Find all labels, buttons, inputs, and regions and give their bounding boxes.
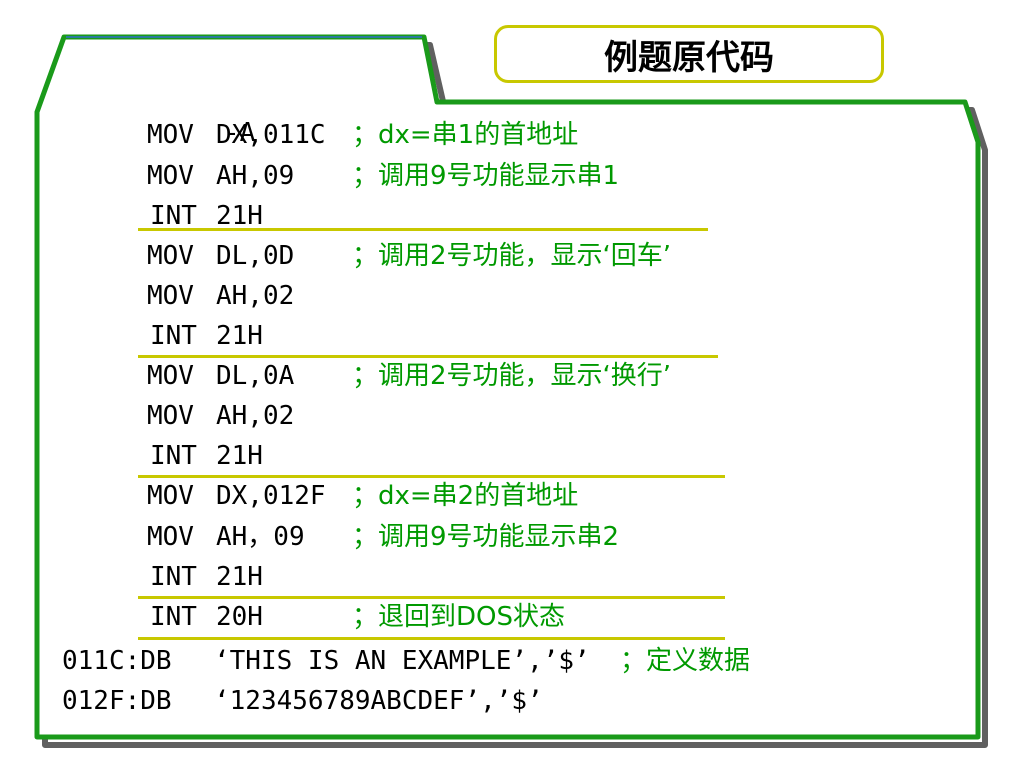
code-comment: ；调用2号功能，显示‘回车’ [352,241,672,271]
code-args: DL,0D [216,241,295,271]
code-op: MOV [147,401,194,431]
code-args: 21H [216,321,263,351]
code-op: MOV [147,161,194,191]
code-op: INT [150,602,197,632]
code-comment: ；调用2号功能，显示‘换行’ [352,361,672,391]
code-line: MOV DX,011C ；dx=串1的首地址 [0,116,578,154]
code-args: 20H [216,602,263,632]
code-args: 21H [216,441,263,471]
data-label: 011C:DB [62,646,172,676]
code-args: AH，09 [216,522,305,552]
code-op: MOV [147,281,194,311]
code-line: MOV AH,09 ；调用9号功能显示串1 [0,157,619,195]
data-line: 011C:DB ‘THIS IS AN EXAMPLE’,’$’ ；定义数据 [0,642,750,680]
code-op: MOV [147,120,194,150]
code-args: 21H [216,201,263,231]
code-op: MOV [147,241,194,271]
data-comment: ；定义数据 [620,646,751,676]
code-op: MOV [147,361,194,391]
separator-line [138,228,708,231]
code-op: INT [150,441,197,471]
code-line: MOV AH,02 [0,397,294,435]
code-args: AH,02 [216,281,295,311]
prompt-line: -A [130,76,255,148]
code-line: INT 21H [0,437,263,475]
code-line: MOV DX,012F ；dx=串2的首地址 [0,477,578,515]
code-args: DX,012F [216,481,326,511]
separator-line [138,355,718,358]
code-line: MOV DL,0A ；调用2号功能，显示‘换行’ [0,357,671,395]
separator-line [138,596,725,599]
code-op: INT [150,321,197,351]
data-value: ‘123456789ABCDEF’,’$’ [214,686,543,716]
data-label: 012F:DB [62,686,172,716]
folder-frame-border [34,34,981,740]
separator-line [138,475,725,478]
code-op: MOV [147,522,194,552]
data-line: 012F:DB ‘123456789ABCDEF’,’$’ [0,682,543,720]
separator-line [138,637,725,640]
code-args: DL,0A [216,361,295,391]
code-line: MOV AH，09 ；调用9号功能显示串2 [0,518,619,556]
code-op: MOV [147,481,194,511]
title-box: 例题原代码 [494,25,884,83]
code-line: INT 20H ；退回到DOS状态 [0,598,565,636]
code-comment: ；调用9号功能显示串1 [352,161,620,191]
code-line: MOV DL,0D ；调用2号功能，显示‘回车’ [0,237,671,275]
code-comment: ；调用9号功能显示串2 [352,522,620,552]
code-comment: ；退回到DOS状态 [352,602,565,632]
code-args: DX,011C [216,120,326,150]
code-args: 21H [216,562,263,592]
code-line: INT 21H [0,317,263,355]
code-op: INT [150,562,197,592]
code-args: AH,09 [216,161,295,191]
data-value: ‘THIS IS AN EXAMPLE’,’$’ [214,646,590,676]
code-line: INT 21H [0,558,263,596]
prompt-text: -A [223,118,256,148]
code-line: INT 21H [0,197,263,235]
code-args: AH,02 [216,401,295,431]
code-line: MOV AH,02 [0,277,294,315]
code-comment: ；dx=串2的首地址 [352,481,579,511]
page-title: 例题原代码 [604,37,774,78]
code-comment: ；dx=串1的首地址 [352,120,579,150]
code-op: INT [150,201,197,231]
